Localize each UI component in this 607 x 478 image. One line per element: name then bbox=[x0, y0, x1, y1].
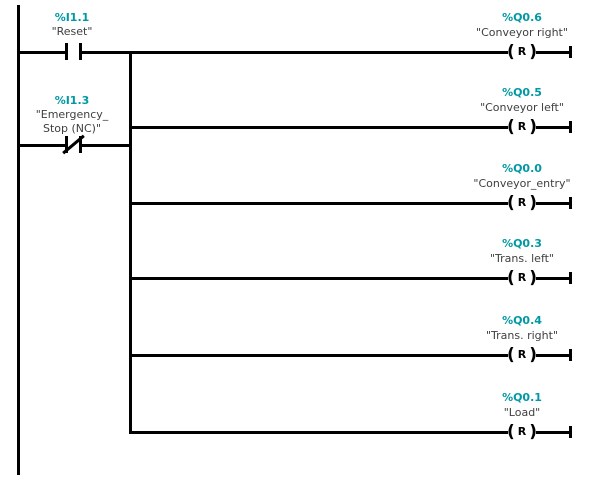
wire bbox=[129, 126, 508, 129]
wire bbox=[82, 51, 508, 54]
wire bbox=[129, 431, 508, 434]
wire bbox=[536, 277, 569, 280]
wire bbox=[129, 277, 508, 280]
wire bbox=[17, 51, 65, 54]
coil-paren-icon: ) bbox=[529, 268, 538, 288]
rail-end-tick bbox=[569, 197, 572, 209]
nc-contact-emergency-stop[interactable] bbox=[62, 134, 85, 155]
coil-letter: R bbox=[517, 271, 527, 284]
contact-bar-icon bbox=[65, 43, 68, 60]
wire bbox=[17, 144, 65, 147]
coil-letter: R bbox=[517, 196, 527, 209]
coil-letter: R bbox=[517, 120, 527, 133]
no-contact-reset[interactable] bbox=[65, 43, 82, 60]
coil-paren-icon: ( bbox=[506, 422, 515, 442]
operand-address[interactable]: %I1.3 bbox=[54, 94, 90, 107]
coil-paren-icon: ( bbox=[506, 268, 515, 288]
operand-address[interactable]: %Q0.4 bbox=[502, 314, 542, 327]
reset-coil[interactable]: ( R ) bbox=[505, 41, 539, 63]
coil-paren-icon: ) bbox=[529, 422, 538, 442]
rail-end-tick bbox=[569, 349, 572, 361]
reset-coil[interactable]: ( R ) bbox=[505, 421, 539, 443]
operand-name[interactable]: "Conveyor right" bbox=[476, 26, 568, 39]
operand-name[interactable]: "Reset" bbox=[51, 25, 93, 38]
reset-coil[interactable]: ( R ) bbox=[505, 192, 539, 214]
operand-name[interactable]: "Conveyor left" bbox=[480, 101, 564, 114]
operand-name[interactable]: "Trans. left" bbox=[490, 252, 554, 265]
rail-end-tick bbox=[569, 121, 572, 133]
branch-rail bbox=[129, 51, 132, 434]
coil-paren-icon: ( bbox=[506, 345, 515, 365]
coil-paren-icon: ) bbox=[529, 345, 538, 365]
operand-address[interactable]: %Q0.0 bbox=[502, 162, 542, 175]
coil-letter: R bbox=[517, 425, 527, 438]
wire bbox=[536, 126, 569, 129]
reset-coil[interactable]: ( R ) bbox=[505, 267, 539, 289]
contact-bar-icon bbox=[65, 136, 68, 153]
operand-address[interactable]: %I1.1 bbox=[54, 11, 90, 24]
rail-end-tick bbox=[569, 272, 572, 284]
coil-letter: R bbox=[517, 348, 527, 361]
operand-address[interactable]: %Q0.3 bbox=[502, 237, 542, 250]
wire bbox=[536, 51, 569, 54]
operand-name[interactable]: "Trans. right" bbox=[485, 329, 559, 342]
operand-address[interactable]: %Q0.1 bbox=[502, 391, 542, 404]
operand-name[interactable]: "Conveyor_entry" bbox=[473, 177, 571, 190]
reset-coil[interactable]: ( R ) bbox=[505, 344, 539, 366]
operand-address[interactable]: %Q0.6 bbox=[502, 11, 542, 24]
coil-paren-icon: ( bbox=[506, 193, 515, 213]
operand-address[interactable]: %Q0.5 bbox=[502, 86, 542, 99]
reset-coil[interactable]: ( R ) bbox=[505, 116, 539, 138]
coil-paren-icon: ) bbox=[529, 117, 538, 137]
contact-bar-icon bbox=[79, 43, 82, 60]
operand-name[interactable]: "Load" bbox=[503, 406, 541, 419]
wire bbox=[536, 431, 569, 434]
wire bbox=[536, 202, 569, 205]
wire bbox=[129, 354, 508, 357]
operand-name[interactable]: "Emergency_ Stop (NC)" bbox=[35, 108, 109, 135]
wire bbox=[82, 144, 132, 147]
left-power-rail bbox=[17, 5, 20, 475]
contact-bar-icon bbox=[79, 136, 82, 153]
coil-paren-icon: ( bbox=[506, 42, 515, 62]
coil-paren-icon: ( bbox=[506, 117, 515, 137]
wire bbox=[536, 354, 569, 357]
coil-letter: R bbox=[517, 45, 527, 58]
rail-end-tick bbox=[569, 46, 572, 58]
coil-paren-icon: ) bbox=[529, 42, 538, 62]
wire bbox=[129, 202, 508, 205]
rail-end-tick bbox=[569, 426, 572, 438]
coil-paren-icon: ) bbox=[529, 193, 538, 213]
